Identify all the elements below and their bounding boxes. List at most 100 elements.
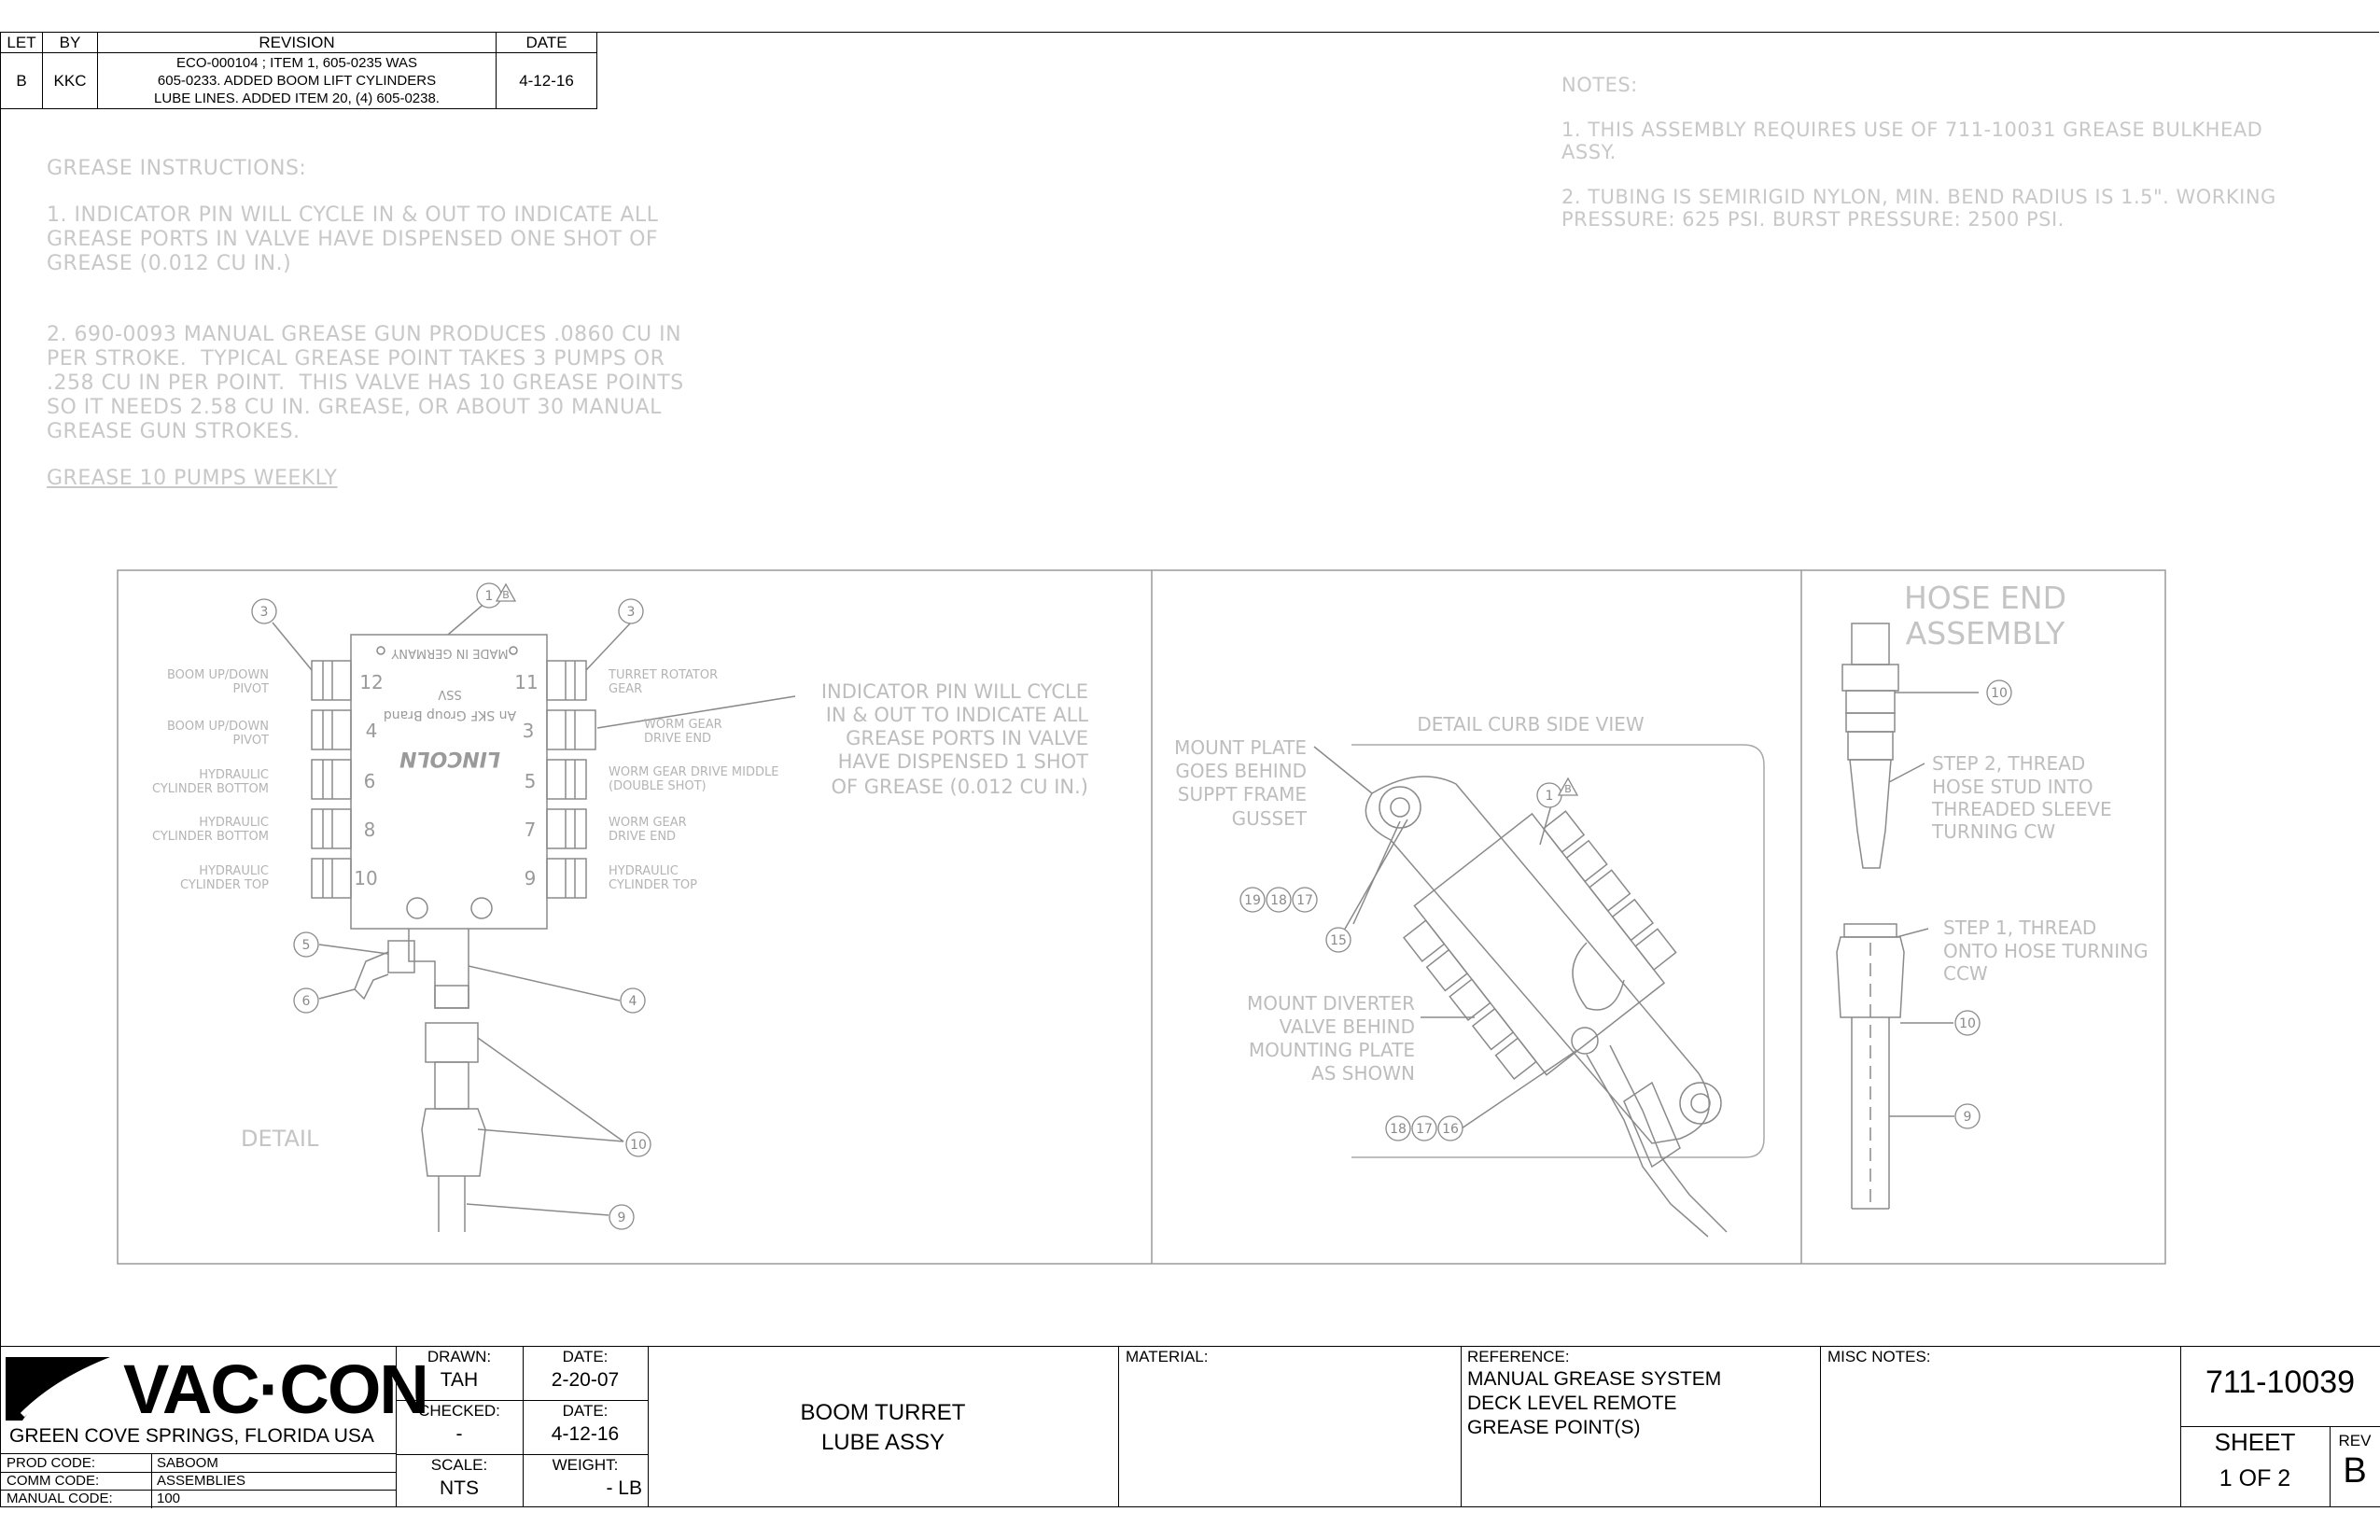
port-label: GEAR <box>609 682 642 696</box>
balloon-number: 1 <box>485 589 494 604</box>
item-balloon <box>293 931 319 958</box>
port-label: BOOM UP/DOWN <box>167 668 269 682</box>
mount-plate-note-line: GUSSET <box>1232 807 1308 830</box>
drawn-date-label: DATE: <box>562 1348 609 1365</box>
valve-port-number: 9 <box>525 867 537 889</box>
step2-line: STEP 2, THREAD <box>1932 752 2085 775</box>
curb-view-title: DETAIL CURB SIDE VIEW <box>1417 713 1645 735</box>
drawing-title-line: BOOM TURRET <box>800 1400 966 1425</box>
company-logo: VAC·CON <box>4 1350 429 1426</box>
grease-item1-line: GREASE (0.012 CU IN.) <box>47 252 292 275</box>
item-balloon <box>1954 1103 1981 1129</box>
support-frame-outline <box>1351 744 1765 1158</box>
indicator-note-line: OF GREASE (0.012 CU IN.) <box>831 776 1088 798</box>
diverter-note-line: MOUNT DIVERTER <box>1247 992 1415 1015</box>
balloon-number: 18 <box>1270 893 1287 908</box>
valve-port-number: 5 <box>525 770 537 792</box>
notes-item2-line: PRESSURE: 625 PSI. BURST PRESSURE: 2500 … <box>1561 208 2065 231</box>
valve-port-number: 6 <box>364 770 376 792</box>
valve-ssv: SSV <box>438 687 462 701</box>
port-label: CYLINDER TOP <box>180 878 269 892</box>
diverter-valve-detail <box>272 600 796 1232</box>
vac-con-logo-mark <box>6 1352 125 1421</box>
item-balloon <box>1986 679 2012 706</box>
mounting-plate <box>1365 776 1710 1144</box>
grease-item2-line: SO IT NEEDS 2.58 CU IN. GREASE, OR ABOUT… <box>47 396 662 419</box>
reference-text: MANUAL GREASE SYSTEM DECK LEVEL REMOTE G… <box>1467 1367 1721 1440</box>
diverter-note-line: VALVE BEHIND <box>1280 1015 1415 1038</box>
indicator-note-line: IN & OUT TO INDICATE ALL <box>826 704 1089 726</box>
revision-table: LET BY REVISION DATE B KKC ECO-000104 ; … <box>0 32 597 109</box>
diverter-note-line: MOUNTING PLATE <box>1249 1039 1415 1061</box>
step1-line: ONTO HOSE TURNING <box>1943 940 2149 962</box>
indicator-note-line: INDICATOR PIN WILL CYCLE <box>821 680 1088 703</box>
valve-made-in: MADE IN GERMANY <box>391 646 508 660</box>
drawn-label: DRAWN: <box>427 1348 492 1365</box>
balloon-number: 9 <box>1964 1110 1972 1125</box>
balloon-number: 6 <box>302 994 311 1009</box>
grease-zerk <box>354 951 389 1001</box>
revision-flag <box>1557 777 1579 796</box>
views-frame <box>117 569 2166 1265</box>
checked-date-value: 4-12-16 <box>551 1423 620 1445</box>
reference-line: GREASE POINT(S) <box>1467 1417 1641 1438</box>
checked-value: - <box>455 1423 463 1445</box>
balloon-number: 10 <box>1959 1016 1976 1031</box>
curb-side-assembly <box>1313 744 1765 1238</box>
valve-port-number: 8 <box>364 819 376 841</box>
balloon-number: 17 <box>1416 1122 1433 1137</box>
item-balloon <box>625 1131 651 1157</box>
grease-item1-line: 1. INDICATOR PIN WILL CYCLE IN & OUT TO … <box>47 203 659 227</box>
valve-brand: LINCOLN <box>399 747 500 770</box>
weight-label: WEIGHT: <box>552 1456 619 1474</box>
port-label: BOOM UP/DOWN <box>167 720 269 734</box>
step1-line: CCW <box>1943 962 1988 985</box>
balloon-number: 1 <box>1546 789 1554 804</box>
checked-label: CHECKED: <box>418 1402 500 1420</box>
reference-label: REFERENCE: <box>1467 1348 1570 1365</box>
left-fittings <box>311 660 352 899</box>
detail-label: DETAIL <box>241 1126 319 1152</box>
title-block <box>0 1346 2380 1507</box>
port-label: HYDRAULIC <box>609 864 679 878</box>
mount-plate-note-line: SUPPT FRAME <box>1178 783 1307 805</box>
notes-title: NOTES: <box>1561 74 1638 96</box>
comm-code-label: COMM CODE: <box>7 1473 100 1489</box>
notes-item1-line: ASSY. <box>1561 141 1617 163</box>
manual-code-label: MANUAL CODE: <box>7 1491 113 1506</box>
revision-flag <box>495 582 517 602</box>
right-fittings <box>546 660 596 899</box>
balloon-number: 3 <box>260 605 269 620</box>
valve-sub-brand: An SKF Group Brand <box>384 707 516 722</box>
port-label: CYLINDER BOTTOM <box>152 830 269 844</box>
reference-line: MANUAL GREASE SYSTEM <box>1467 1368 1722 1390</box>
rev-label: REV <box>2338 1432 2372 1449</box>
revision-flag-letter: B <box>1564 783 1572 795</box>
item-balloon <box>609 1204 635 1230</box>
prod-code-label: PROD CODE: <box>7 1455 96 1471</box>
notes: NOTES: 1. THIS ASSEMBLY REQUIRES USE OF … <box>1561 74 2276 231</box>
notes-item1-line: 1. THIS ASSEMBLY REQUIRES USE OF 711-100… <box>1561 119 2263 141</box>
item-balloon <box>1385 1115 1411 1141</box>
manual-code-value: 100 <box>157 1491 181 1506</box>
rev-value: B <box>2343 1451 2367 1491</box>
port-label: (DOUBLE SHOT) <box>609 779 707 793</box>
step2-line: HOSE STUD INTO <box>1932 776 2093 798</box>
indicator-note-line: HAVE DISPENSED 1 SHOT <box>838 750 1089 773</box>
grease-item2-line: PER STROKE. TYPICAL GREASE POINT TAKES 3… <box>47 347 665 371</box>
diverter-note-line: AS SHOWN <box>1311 1062 1415 1085</box>
grease-item2-line: 2. 690-0093 MANUAL GREASE GUN PRODUCES .… <box>47 323 682 346</box>
rev-description-line: LUBE LINES. ADDED ITEM 20, (4) 605-0238. <box>154 91 440 106</box>
codes-table: PROD CODE: SABOOM COMM CODE: ASSEMBLIES … <box>0 1453 396 1508</box>
balloon-number: 10 <box>1991 686 2008 701</box>
sheet-value: 1 OF 2 <box>2219 1465 2291 1491</box>
rev-description-line: ECO-000104 ; ITEM 1, 605-0235 WAS <box>176 55 417 71</box>
hose-end-title: ASSEMBLY <box>1906 615 2065 651</box>
item-balloon <box>1437 1115 1463 1141</box>
rev-description: ECO-000104 ; ITEM 1, 605-0235 WAS 605-02… <box>97 52 497 109</box>
valve-port-number: 12 <box>359 671 383 693</box>
rev-header-let: LET <box>0 32 43 53</box>
balloon-number: 4 <box>629 994 637 1009</box>
item-balloon <box>1266 887 1292 913</box>
